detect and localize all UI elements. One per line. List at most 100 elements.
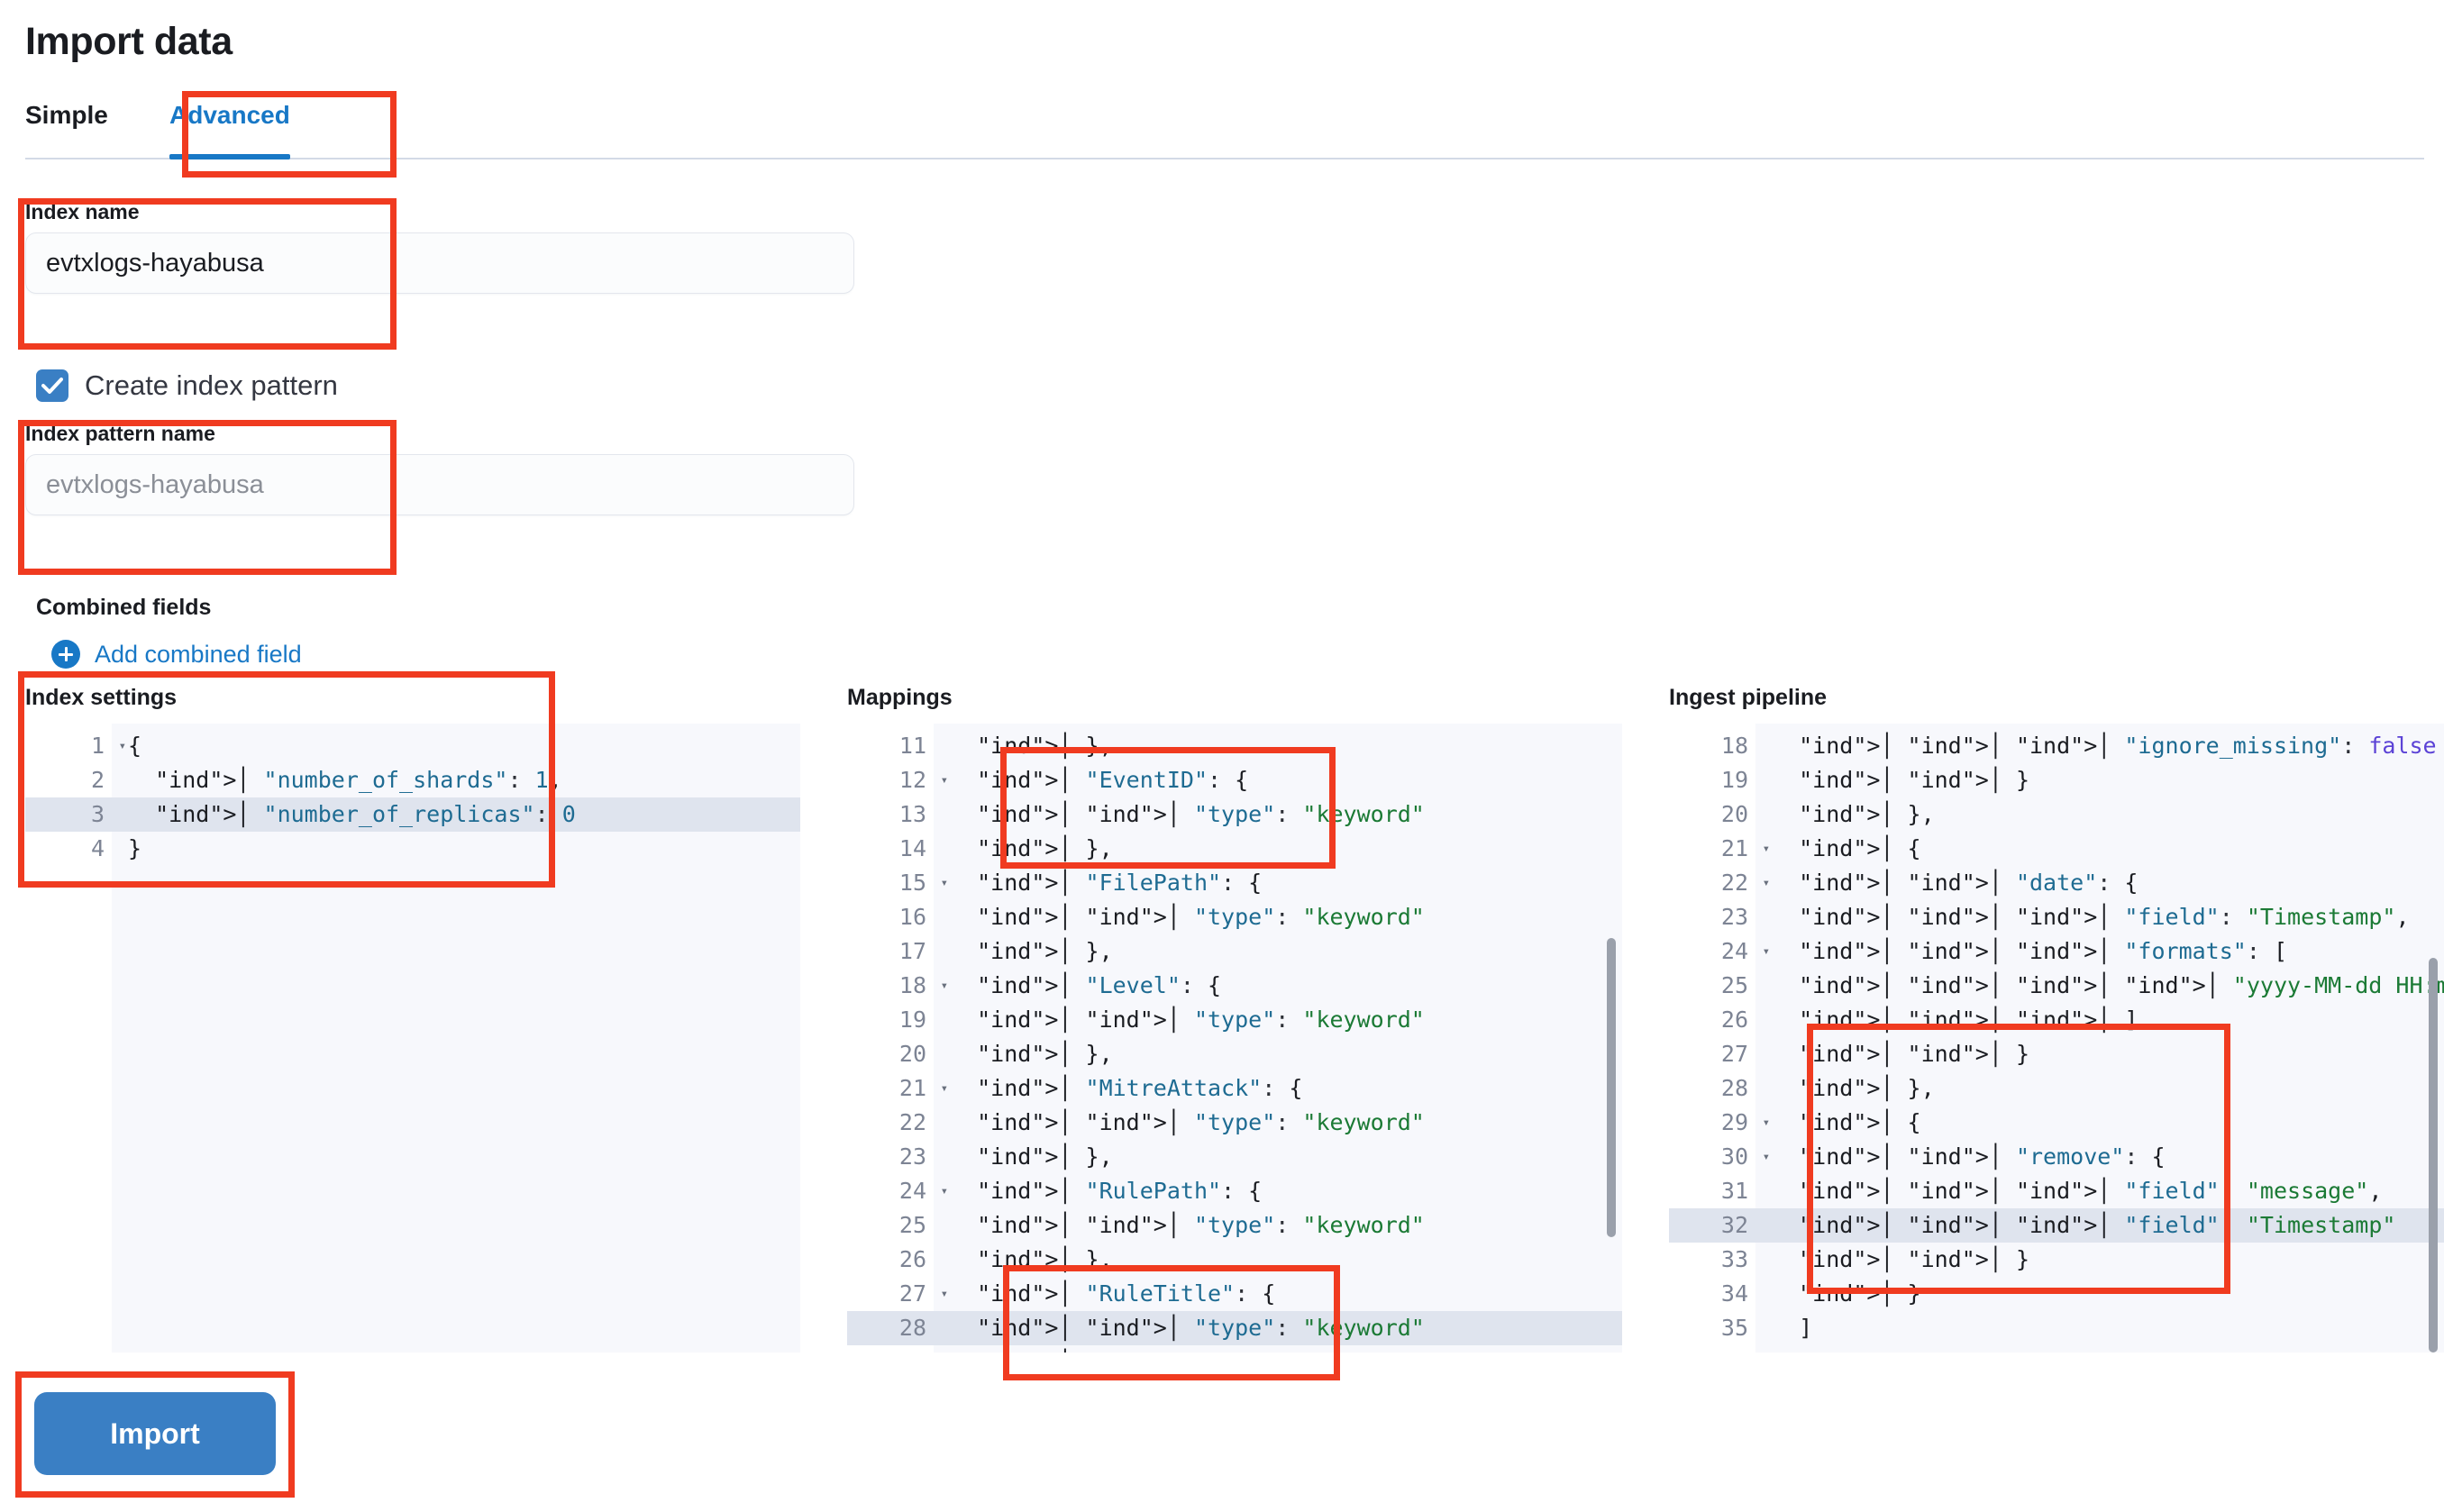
code-line: "ind">│ "ind">│ "ind">│ ] xyxy=(1799,1006,2138,1033)
line-number: 18 xyxy=(1720,733,1748,759)
code-line: "ind">│ "ind">│ "ind">│ "field": "Timest… xyxy=(1799,904,2410,930)
line-number: 25 xyxy=(1720,972,1748,998)
code-line: { xyxy=(128,733,142,759)
code-line: "ind">│ }, xyxy=(977,938,1113,964)
fold-arrow-icon[interactable]: ▾ xyxy=(940,773,948,788)
ingest-pipeline-scrollbar[interactable] xyxy=(2429,958,2438,1353)
fold-arrow-icon[interactable]: ▾ xyxy=(1762,876,1770,890)
line-number: 21▾ xyxy=(847,1071,948,1106)
combined-fields-label: Combined fields xyxy=(36,595,212,620)
line-number: 11 xyxy=(898,733,926,759)
code-line: "ind">│ }, xyxy=(977,1246,1113,1272)
add-combined-field-label: Add combined field xyxy=(95,640,302,668)
code-content[interactable]: "ind">│ "ind">│ "ind">│ "ignore_missing"… xyxy=(1755,724,2444,1353)
fold-arrow-icon[interactable]: ▾ xyxy=(1762,944,1770,959)
index-settings-title: Index settings xyxy=(25,685,178,710)
code-line: "ind">│ "ind">│ "ind">│ "ind">│ "yyyy-MM… xyxy=(1799,972,2444,998)
code-line: "ind">│ }, xyxy=(977,733,1113,759)
line-number: 20 xyxy=(1720,801,1748,827)
line-number: 35 xyxy=(1720,1315,1748,1341)
line-number: 26 xyxy=(898,1246,926,1272)
line-number: 29 xyxy=(847,1345,934,1353)
code-line: "ind">│ "RuleTitle": { xyxy=(977,1280,1276,1307)
code-line: "ind">│ "ind">│ "ind">│ "field": "Timest… xyxy=(1755,1208,2444,1243)
checkbox-checked-icon[interactable] xyxy=(36,369,68,402)
code-line: "ind">│ { xyxy=(1799,835,1921,861)
fold-arrow-icon[interactable]: ▾ xyxy=(1762,1150,1770,1164)
tab-simple[interactable]: Simple xyxy=(25,97,108,159)
code-line: ] xyxy=(1772,1315,1813,1341)
line-number: 22 xyxy=(898,1109,926,1135)
line-number: 27▾ xyxy=(847,1277,948,1311)
import-button[interactable]: Import xyxy=(34,1392,276,1475)
mappings-title: Mappings xyxy=(847,685,953,710)
line-number: 23 xyxy=(898,1143,926,1170)
fold-arrow-icon[interactable]: ▾ xyxy=(940,876,948,890)
create-index-pattern-row[interactable]: Create index pattern xyxy=(36,369,338,402)
code-line: "ind">│ "number_of_replicas": 0 xyxy=(112,797,800,832)
index-pattern-name-input[interactable] xyxy=(25,454,854,515)
tab-bar: Simple Advanced xyxy=(25,97,2424,159)
fold-arrow-icon[interactable]: ▾ xyxy=(940,1184,948,1198)
line-number: 20 xyxy=(898,1041,926,1067)
code-content[interactable]: { "ind">│ "number_of_shards": 1, "ind">│… xyxy=(112,724,800,1353)
code-line: "ind">│ "ind">│ } xyxy=(1799,1246,2030,1272)
code-line: "ind">│ }, xyxy=(1799,1075,1935,1101)
line-number: 23 xyxy=(1720,904,1748,930)
code-line: "ind">│ "ind">│ } xyxy=(1799,1041,2030,1067)
line-number: 36 xyxy=(1669,1345,1755,1353)
fold-arrow-icon[interactable]: ▾ xyxy=(1762,1116,1770,1130)
line-number: 31 xyxy=(1720,1178,1748,1204)
plus-circle-icon xyxy=(51,640,80,669)
fold-arrow-icon[interactable]: ▾ xyxy=(940,1287,948,1301)
create-index-pattern-label: Create index pattern xyxy=(85,369,338,401)
code-line: "ind">│ "ind">│ "remove": { xyxy=(1799,1143,2166,1170)
code-line: "ind">│ "RulePath": { xyxy=(977,1178,1263,1204)
line-number: 24▾ xyxy=(1669,934,1770,969)
line-number: 34 xyxy=(1720,1280,1748,1307)
line-number: 18▾ xyxy=(847,969,948,1003)
code-line: "ind">│ "Level": { xyxy=(977,972,1222,998)
code-line: "ind">│ "ind">│ "ind">│ "formats": [ xyxy=(1799,938,2288,964)
line-number: 14 xyxy=(898,835,926,861)
code-line: "ind">│ "number_of_shards": 1, xyxy=(155,767,562,793)
fold-arrow-icon[interactable]: ▾ xyxy=(1762,842,1770,856)
tab-advanced[interactable]: Advanced xyxy=(169,97,290,159)
code-line: "ind">│ "ind">│ "type": "keyword" xyxy=(977,904,1425,930)
code-line: } xyxy=(128,835,142,861)
line-number: 17 xyxy=(898,938,926,964)
code-line: "ind">│ "ind">│ "type": "keyword" xyxy=(977,1109,1425,1135)
add-combined-field-button[interactable]: Add combined field xyxy=(51,640,302,669)
fold-arrow-icon[interactable]: ▾ xyxy=(118,739,126,753)
fold-arrow-icon[interactable]: ▾ xyxy=(940,979,948,993)
index-name-input[interactable] xyxy=(25,232,854,294)
code-line: "ind">│ "ind">│ "type": "keyword" xyxy=(934,1311,1622,1345)
line-number: 27 xyxy=(1720,1041,1748,1067)
mappings-scrollbar[interactable] xyxy=(1607,938,1616,1237)
code-line: "ind">│ }, xyxy=(977,1041,1113,1067)
code-line: } xyxy=(1755,1345,2444,1353)
line-number: 19 xyxy=(898,1006,926,1033)
line-number: 1▾ xyxy=(25,729,126,763)
line-number: 28 xyxy=(1720,1075,1748,1101)
fold-arrow-icon[interactable]: ▾ xyxy=(940,1081,948,1096)
index-pattern-name-label: Index pattern name xyxy=(25,422,215,445)
line-number: 4 xyxy=(90,835,105,861)
code-line: "ind">│ "ind">│ "ind">│ "ignore_missing"… xyxy=(1799,733,2437,759)
code-line: "ind">│ "EventID": { xyxy=(977,767,1249,793)
code-line: "ind">│ { xyxy=(1799,1109,1921,1135)
index-name-label: Index name xyxy=(25,200,140,223)
line-number: 33 xyxy=(1720,1246,1748,1272)
line-number: 15▾ xyxy=(847,866,948,900)
line-number: 26 xyxy=(1720,1006,1748,1033)
code-content[interactable]: "ind">│ }, "ind">│ "EventID": { "ind">│ … xyxy=(934,724,1622,1353)
line-number: 30▾ xyxy=(1669,1140,1770,1174)
line-number: 21▾ xyxy=(1669,832,1770,866)
